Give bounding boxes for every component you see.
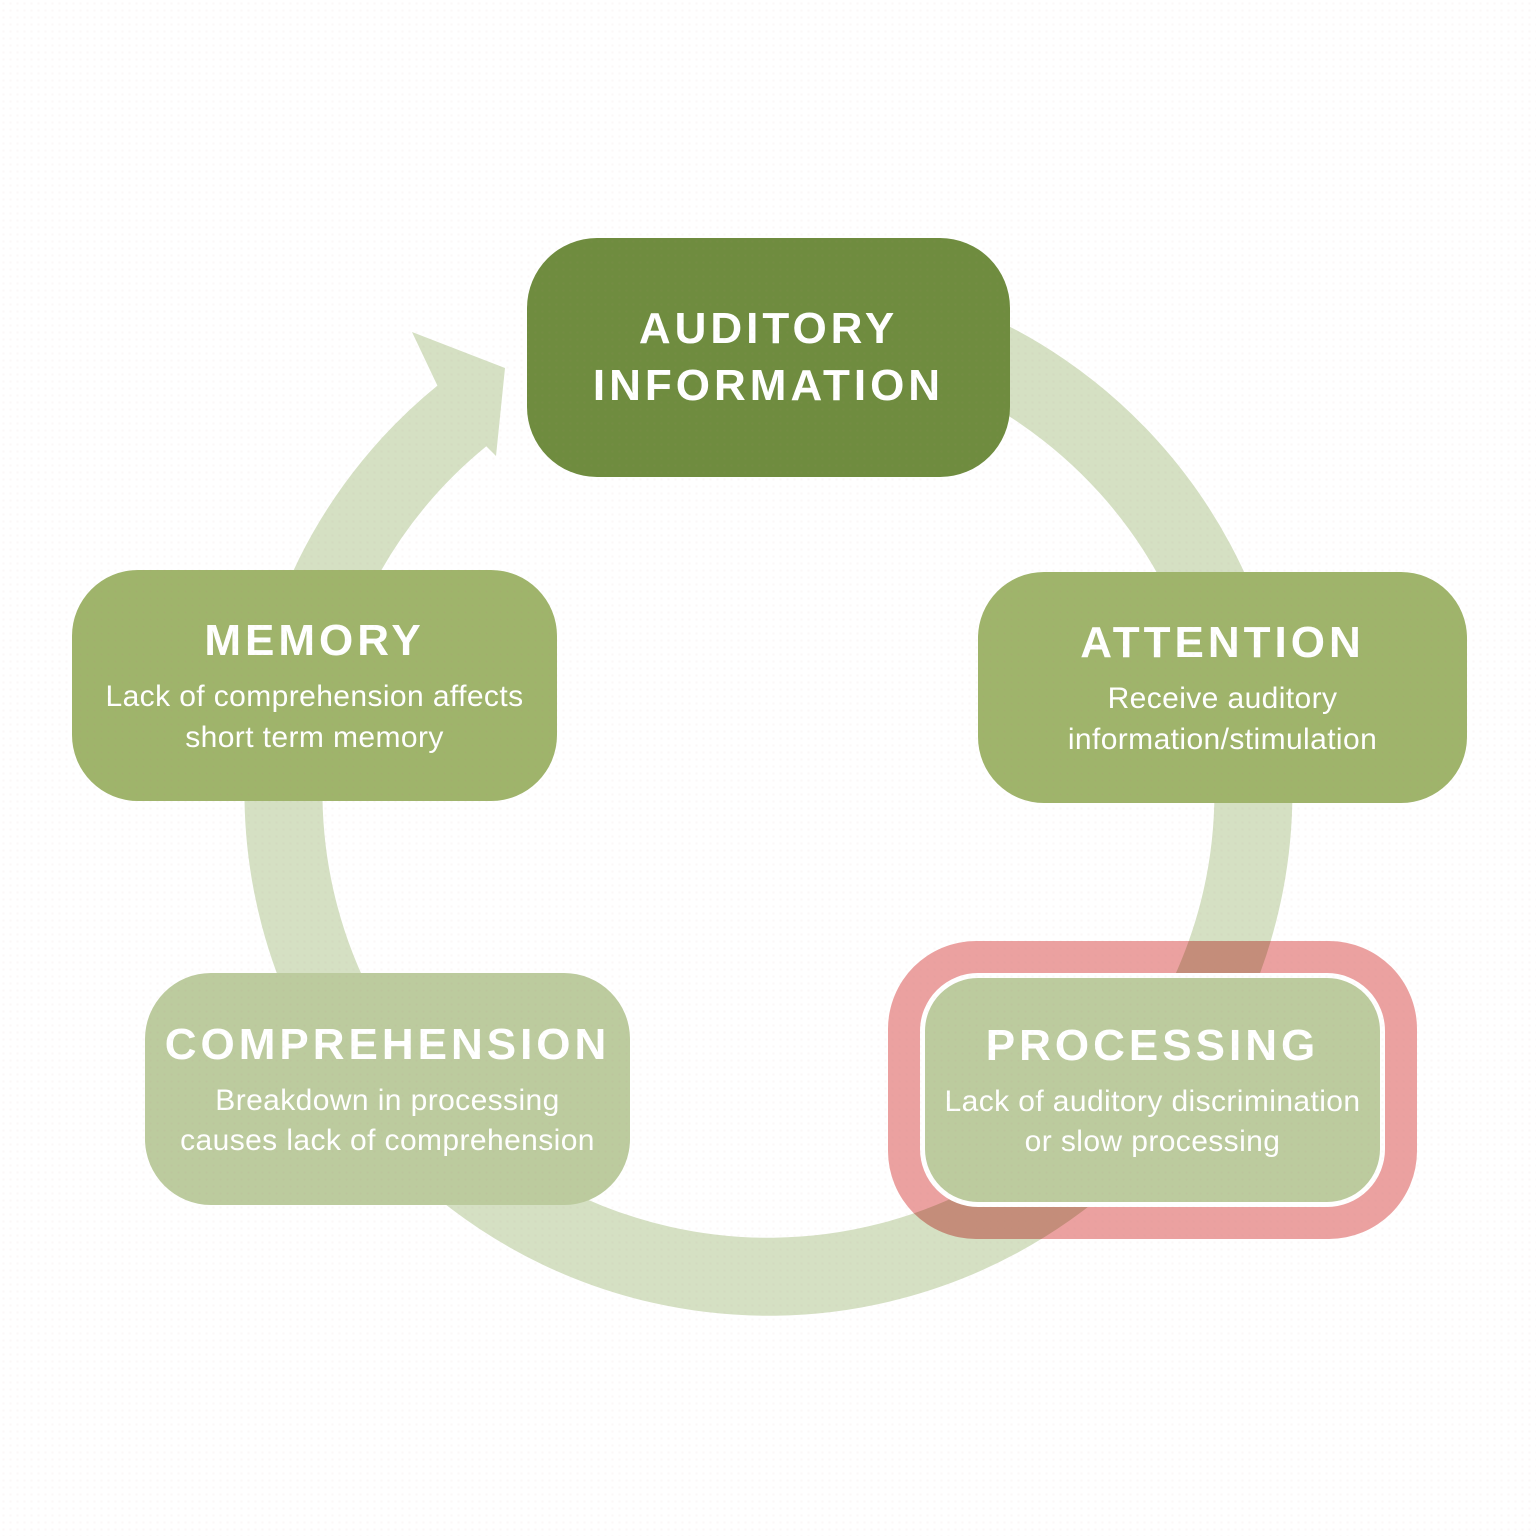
node-title: ATTENTION [1080,618,1365,668]
node-subtitle: Lack of comprehension affects short term… [105,680,524,754]
node-memory: MEMORY Lack of comprehension affects sho… [72,570,557,801]
node-processing: PROCESSING Lack of auditory discriminati… [920,973,1385,1207]
node-title: PROCESSING [985,1020,1320,1070]
node-subtitle: Breakdown in processing causes lack of c… [180,1083,595,1158]
node-title: AUDITORY INFORMATION [592,304,945,410]
node-subtitle: Receive auditory information/stimulation [1067,682,1378,756]
node-comprehension: COMPREHENSION Breakdown in processing ca… [145,973,630,1205]
node-subtitle: Lack of auditory discrimination or slow … [944,1084,1361,1159]
node-attention: ATTENTION Receive auditory information/s… [978,572,1467,803]
node-title: COMPREHENSION [164,1019,611,1069]
cycle-arrowhead-icon [412,332,505,456]
node-title: MEMORY [204,616,425,666]
node-auditory-information: AUDITORY INFORMATION [527,238,1010,477]
